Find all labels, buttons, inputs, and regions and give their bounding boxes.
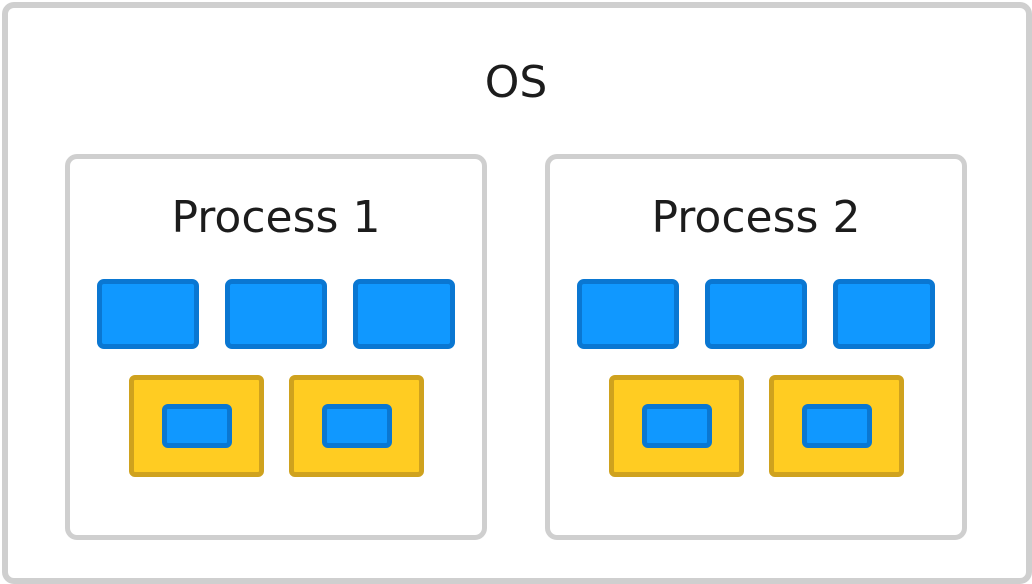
process-2-blue-block-2 <box>705 279 807 349</box>
process-1-yellow-block-1 <box>129 375 264 477</box>
os-label: OS <box>484 57 548 108</box>
process-1-yellow-block-2 <box>289 375 424 477</box>
process-2-yellow-block-2-inner-blue <box>802 404 872 448</box>
process-1-blue-block-2 <box>225 279 327 349</box>
process-1-yellow-block-1-inner-blue <box>162 404 232 448</box>
process-title-1: Process 1 <box>171 192 381 243</box>
process-2-blue-block-1 <box>577 279 679 349</box>
process-1-blue-block-3 <box>353 279 455 349</box>
process-box-2: Process 2 <box>545 154 967 540</box>
process-2-yellow-block-1-inner-blue <box>642 404 712 448</box>
process-1-blue-block-1 <box>97 279 199 349</box>
process-box-1: Process 1 <box>65 154 487 540</box>
process-2-blue-block-3 <box>833 279 935 349</box>
process-2-yellow-block-1 <box>609 375 744 477</box>
process-title-2: Process 2 <box>651 192 861 243</box>
process-1-yellow-block-2-inner-blue <box>322 404 392 448</box>
process-2-yellow-block-2 <box>769 375 904 477</box>
